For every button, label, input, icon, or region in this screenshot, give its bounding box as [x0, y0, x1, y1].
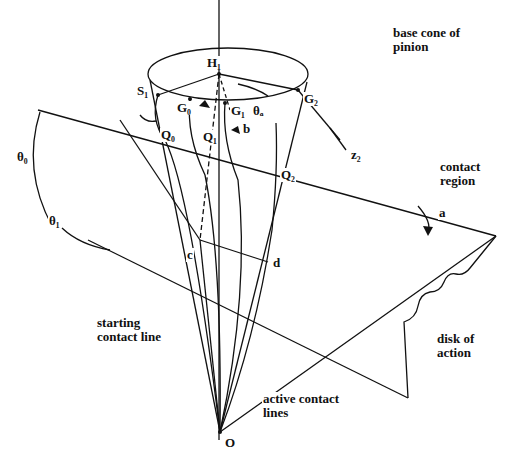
diagram-label: Q₁	[202, 130, 218, 144]
diagram-label: G₂	[303, 92, 319, 106]
diagram-label: Q₀	[160, 128, 176, 142]
diagram-label: G₀	[176, 101, 192, 115]
diagram-label: c	[186, 248, 194, 262]
diagram-label: θₐ	[252, 104, 265, 118]
diagram-label: O	[224, 436, 236, 450]
diagram-label: a	[438, 206, 447, 220]
diagram-label: S₁	[136, 84, 149, 98]
diagram-label: z₂	[350, 148, 362, 162]
diagram-label: θ₀	[16, 150, 29, 164]
diagram-label: active contact lines	[262, 392, 348, 419]
diagram-label: disk of action	[436, 332, 502, 359]
diagram-label: contact region	[439, 160, 505, 187]
diagram-label: starting contact line	[96, 316, 182, 343]
diagram-label: Q₂	[280, 168, 296, 182]
diagram-label: θ₁	[48, 214, 61, 228]
diagram-label: base cone of pinion	[392, 26, 486, 53]
diagram-label: d	[272, 256, 281, 270]
diagram-label: G₁	[230, 104, 246, 118]
diagram-label: H₁	[206, 56, 222, 70]
diagram-label: b	[242, 122, 251, 136]
